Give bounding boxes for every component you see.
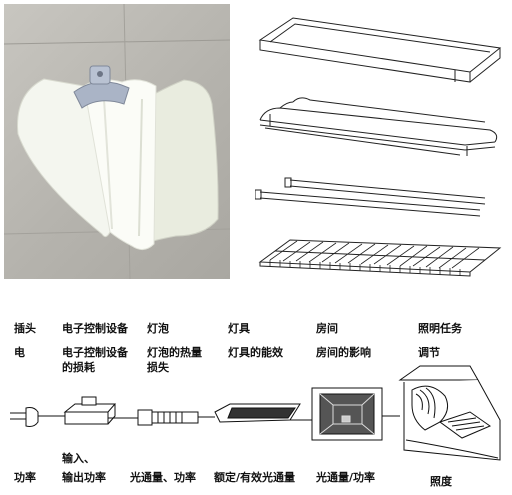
plug-icon: [10, 407, 55, 427]
luminaire-bottom: 额定/有效光通量: [214, 471, 296, 484]
luminaire-icon: [214, 403, 312, 423]
housing-drawing: [258, 17, 502, 83]
energy-chain-drawing: [10, 365, 501, 461]
task-header: 照明任务: [418, 322, 462, 335]
lamps-drawing: [255, 177, 486, 217]
lamp-bottom: 光通量、功率: [130, 471, 196, 484]
ballast-header: 电子控制设备: [62, 322, 128, 335]
louver-drawing: [258, 239, 502, 277]
room-bottom: 光通量/功率: [316, 471, 376, 484]
plug-sub: 电: [14, 346, 25, 359]
luminaire-header: 灯具: [228, 322, 250, 335]
ballast-bottom: 输出功率: [62, 471, 106, 484]
room-icon: [311, 387, 400, 441]
luminaire-sub: 灯具的能效: [228, 346, 283, 359]
reading-person-icon: [398, 365, 501, 461]
task-bottom: 照度: [430, 475, 452, 488]
ballast-sub: 电子控制设备: [62, 346, 128, 359]
luminaire-photo: [4, 4, 230, 279]
room-sub: 房间的影响: [316, 346, 371, 359]
ballast-icon: [55, 396, 138, 425]
lamp-sub2: 损失: [147, 361, 169, 374]
lamp-icon: [137, 409, 215, 426]
plug-header: 插头: [14, 322, 36, 335]
lamp-header: 灯泡: [147, 322, 169, 335]
task-sub: 调节: [418, 346, 440, 359]
ballast-sub2: 的损耗: [62, 361, 95, 374]
exploded-luminaire-drawing: [255, 17, 502, 277]
lamp-sub: 灯泡的热量: [147, 346, 202, 359]
room-header: 房间: [316, 322, 338, 335]
reflector-drawing: [259, 97, 498, 156]
plug-bottom: 功率: [14, 471, 36, 484]
ballast-bottom-top: 输入、: [62, 452, 95, 465]
